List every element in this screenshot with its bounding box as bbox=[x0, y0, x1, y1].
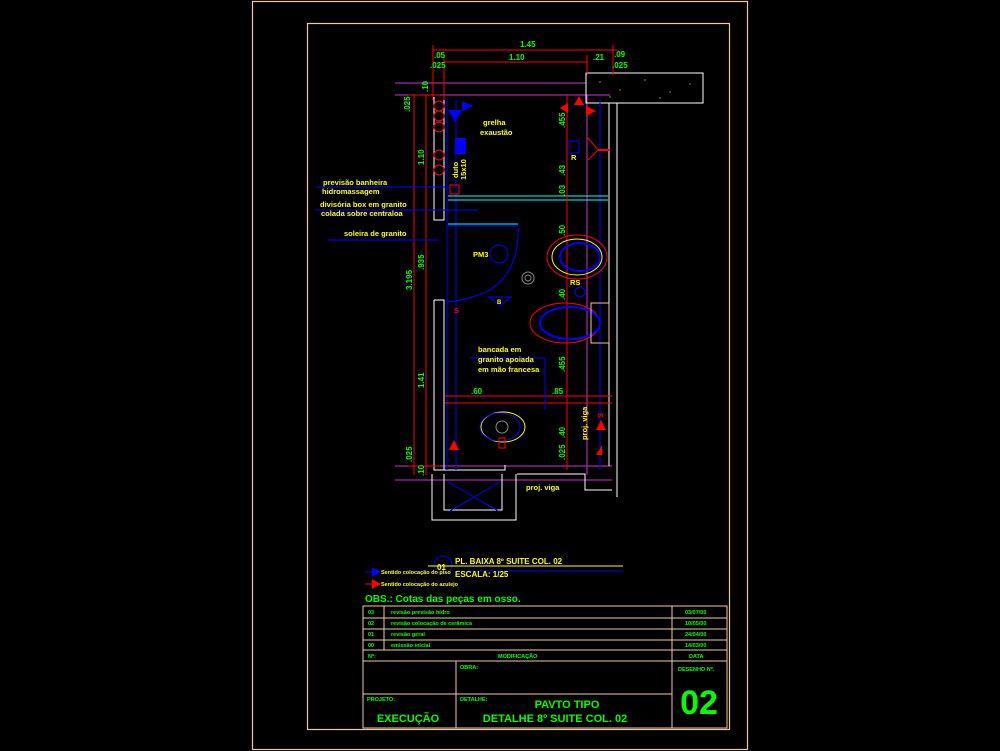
obs-note: OBS.: Cotas das peças em osso. bbox=[365, 594, 521, 605]
title-block bbox=[362, 605, 728, 729]
revision-desc: emissão inicial bbox=[391, 643, 431, 649]
dim-right-seg: .21 bbox=[593, 53, 605, 62]
revision-row: 03 revisão previsão hidro 03/07/00 bbox=[368, 610, 706, 616]
drawing-title-text: PL. BAIXA 8º SUITE COL. 02 bbox=[455, 557, 563, 566]
projeto-label: PROJETO: bbox=[367, 697, 395, 703]
label-bancada-3: em mão francesa bbox=[478, 365, 540, 374]
header-modification: MODIFICAÇÃO bbox=[498, 653, 538, 660]
revision-table: 03 revisão previsão hidro 03/07/00 02 re… bbox=[367, 610, 715, 703]
label-r: R bbox=[571, 153, 577, 162]
dim-left-f: .10 bbox=[417, 464, 426, 476]
dim-right-c: .03 bbox=[558, 184, 567, 196]
outer-frame bbox=[251, 0, 749, 751]
projeto-value: EXECUÇÃO bbox=[377, 712, 440, 725]
dim-left-top: .10 bbox=[421, 80, 430, 92]
dim-bench-b: .85 bbox=[552, 387, 564, 396]
detalhe-label: DETALHE: bbox=[460, 697, 488, 703]
revision-row: 02 revisão colocação de cerâmica 10/05/0… bbox=[368, 621, 706, 627]
dim-right-g: .40 bbox=[558, 426, 567, 438]
revision-no: 01 bbox=[368, 632, 374, 638]
label-divisoria-2: colada sobre centraloa bbox=[321, 209, 404, 218]
dim-left-wall: .05 bbox=[434, 51, 446, 60]
drawing-number: 01 bbox=[437, 563, 446, 572]
inner-frame bbox=[306, 22, 731, 731]
legend-arrow-blue-icon bbox=[372, 567, 381, 577]
revision-desc: revisão colocação de cerâmica bbox=[391, 621, 473, 627]
drawing-title: 01 PL. BAIXA 8º SUITE COL. 02 ESCALA: 1/… bbox=[428, 555, 623, 579]
dim-right-a: .455 bbox=[558, 112, 567, 128]
label-rs: RS bbox=[570, 278, 580, 287]
dim-right-f: .455 bbox=[558, 356, 567, 372]
revision-row: 01 revisão geral 24/04/00 bbox=[368, 632, 706, 638]
dim-left-c: .935 bbox=[417, 254, 426, 270]
label-bancada-1: bancada em bbox=[478, 345, 522, 354]
dim-total-width: 1.45 bbox=[520, 40, 536, 49]
desenho-number: 02 bbox=[680, 684, 718, 722]
legend-item-azulejo: Sentido colocação do azulejo bbox=[381, 582, 459, 588]
label-bancada-2: granito apoiada bbox=[478, 355, 535, 364]
dim-left-wall-b: .025 bbox=[430, 61, 446, 70]
revision-desc: revisão previsão hidro bbox=[391, 610, 450, 616]
label-grelha-1: grelha bbox=[483, 118, 506, 127]
dim-left-a: .025 bbox=[403, 96, 412, 112]
revision-desc: revisão geral bbox=[391, 632, 425, 638]
revision-date: 10/05/00 bbox=[685, 621, 706, 627]
dim-left-total: 3.195 bbox=[405, 269, 414, 290]
legend-arrow-red-icon bbox=[372, 579, 381, 589]
label-divisoria-1: divisória box em granito bbox=[320, 200, 407, 209]
dim-bench-a: .60 bbox=[471, 387, 483, 396]
dim-right-h: .025 bbox=[558, 444, 567, 460]
label-b: B bbox=[497, 300, 502, 306]
revision-date: 24/04/00 bbox=[685, 632, 706, 638]
revision-row: 00 emissão inicial 14/03/00 bbox=[368, 643, 706, 649]
revision-no: 00 bbox=[368, 643, 374, 649]
dim-right-wall-b: .025 bbox=[612, 61, 628, 70]
detalhe-line-2: DETALHE 8º SUITE COL. 02 bbox=[483, 713, 627, 725]
desenho-label: DESENHO Nº. bbox=[678, 667, 715, 673]
header-no: Nº: bbox=[368, 654, 376, 660]
revision-no: 03 bbox=[368, 610, 374, 616]
annotations: grelha exaustão duto 15x10 previsão banh… bbox=[315, 118, 605, 492]
label-soleira: soleira de granito bbox=[344, 229, 407, 238]
obra-label: OBRA: bbox=[460, 665, 478, 671]
dim-right-d: .50 bbox=[558, 224, 567, 236]
dim-left-d: 1.41 bbox=[417, 372, 426, 388]
label-previsao-2: hidromassagem bbox=[322, 187, 380, 196]
detalhe-line-1: PAVTO TIPO bbox=[535, 699, 600, 711]
dim-left-b: 1.10 bbox=[417, 149, 426, 165]
revision-date: 14/03/00 bbox=[685, 643, 706, 649]
label-previsao-1: previsão banheira bbox=[323, 178, 388, 187]
label-proj-viga-vertical: proj. viga bbox=[580, 406, 589, 440]
legend-item-piso: Sentido colocação do piso bbox=[381, 570, 451, 576]
revision-date: 03/07/00 bbox=[685, 610, 706, 616]
dim-left-e: .025 bbox=[405, 446, 414, 462]
label-duto-2: 15x10 bbox=[459, 159, 468, 180]
dim-inner-width: 1.10 bbox=[509, 53, 525, 62]
dim-right-e: .40 bbox=[558, 288, 567, 300]
label-grelha-2: exaustão bbox=[480, 128, 513, 137]
label-proj-viga-horizontal: proj. viga bbox=[526, 483, 560, 492]
dim-right-b: .43 bbox=[558, 164, 567, 176]
dimension-labels: 1.45 1.10 .05 .025 .21 .09 .025 .10 .025… bbox=[403, 40, 628, 476]
section-mark-left: S bbox=[454, 306, 459, 315]
legend: Sentido colocação do piso Sentido coloca… bbox=[365, 567, 521, 605]
label-duto-1: duto bbox=[451, 161, 460, 178]
dim-right-wall: .09 bbox=[614, 50, 626, 59]
section-mark-right: S bbox=[596, 413, 605, 418]
drawing-scale: ESCALA: 1/25 bbox=[455, 570, 509, 579]
label-pm3: PM3 bbox=[473, 250, 488, 259]
floor-plan bbox=[395, 45, 704, 521]
revision-no: 02 bbox=[368, 621, 374, 627]
header-date: DATA bbox=[689, 654, 703, 660]
